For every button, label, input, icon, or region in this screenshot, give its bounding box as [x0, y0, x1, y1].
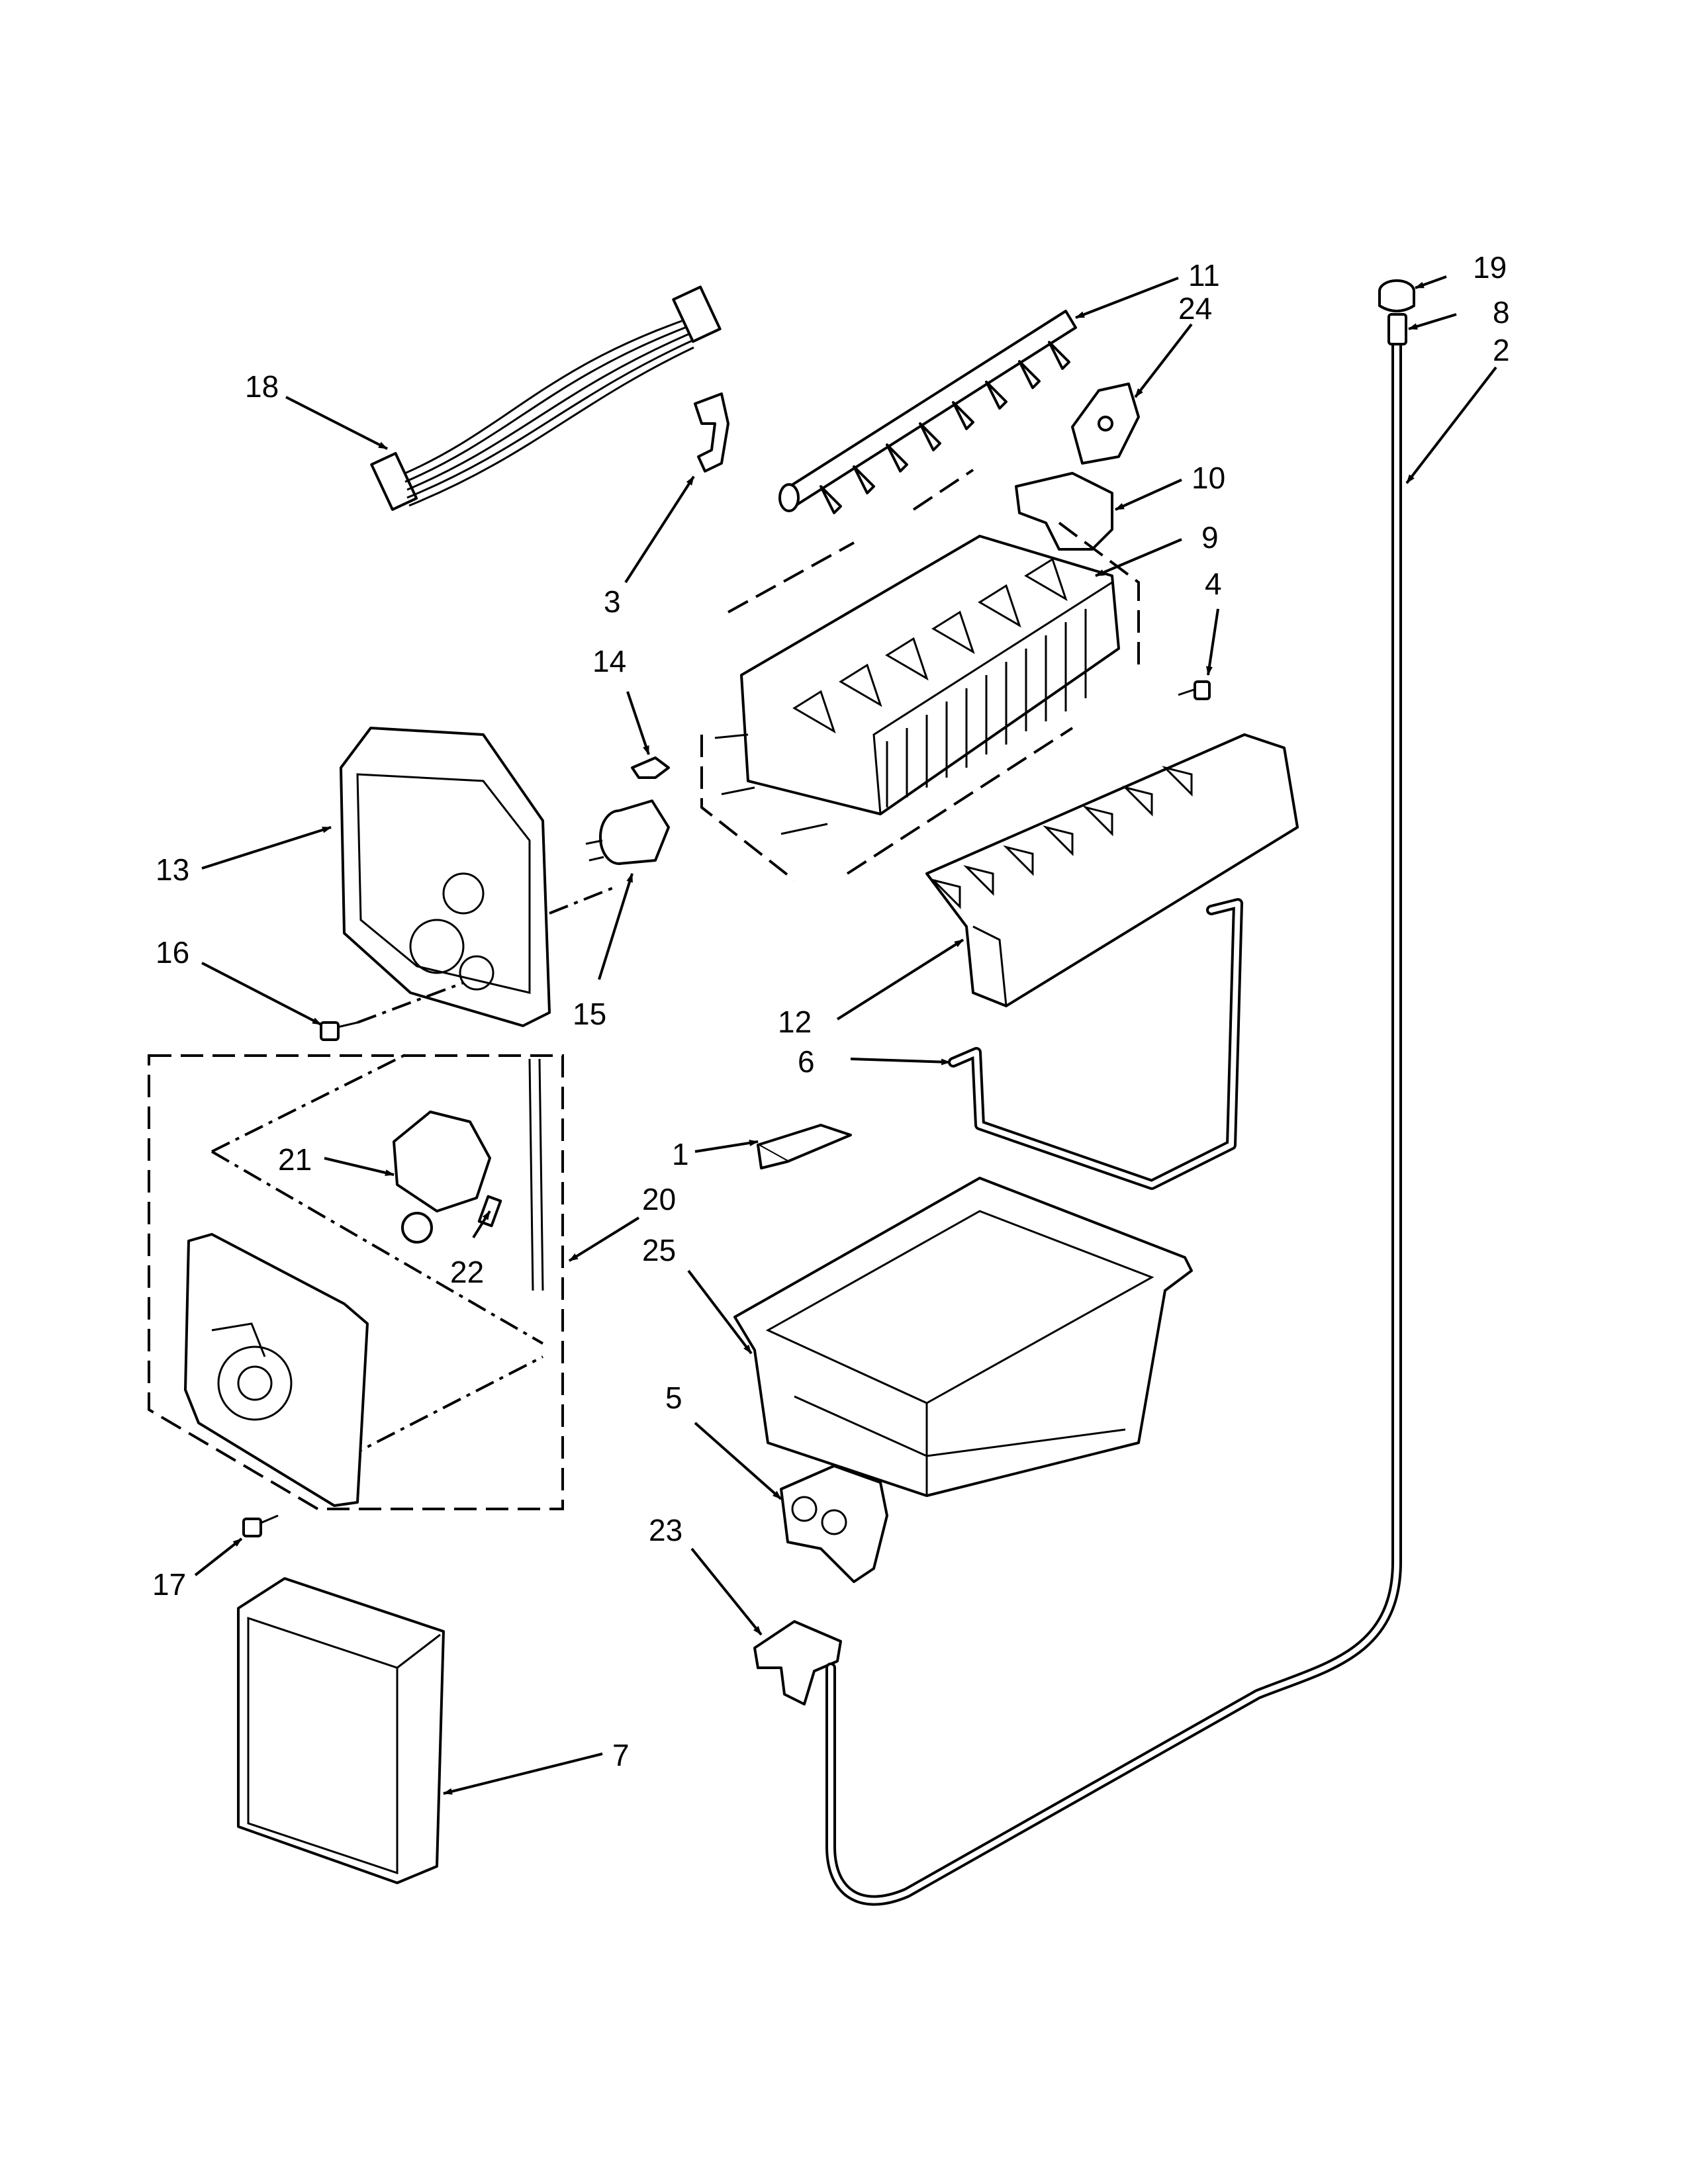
tube-insert-part: [1387, 313, 1407, 345]
callout-5: 5: [665, 1381, 682, 1415]
callout-4: 4: [1205, 567, 1222, 601]
water-tube-part: [825, 339, 1402, 1906]
callout-9: 9: [1201, 520, 1219, 555]
motor-part: [393, 1111, 491, 1244]
screw-part-16: [320, 1021, 358, 1041]
callout-8: 8: [1493, 295, 1510, 330]
callout-6: 6: [798, 1044, 815, 1079]
insulation-cover-part: [237, 1577, 445, 1884]
valve-bracket-part: [753, 1620, 842, 1706]
screw-16-alignment-line: [357, 981, 464, 1024]
callout-3: 3: [604, 584, 621, 619]
ejector-part: [778, 310, 1077, 514]
nut-part: [1378, 279, 1415, 312]
thermostat-part: [585, 799, 670, 865]
callout-16: 16: [156, 935, 189, 970]
clip-part: [694, 392, 729, 473]
callout-labels: 11 24 19 8 2 18 10 9 3 4 14 13 15 16 12 …: [152, 250, 1510, 1772]
control-housing-part: [340, 727, 551, 1027]
ice-bin-part: [733, 1177, 1193, 1497]
callout-14: 14: [592, 644, 626, 678]
module-group-box: [148, 1054, 564, 1510]
screw-part-17: [242, 1514, 279, 1537]
callout-22: 22: [450, 1255, 484, 1289]
thermostat-clip-part: [631, 756, 670, 779]
screw-part-4: [1178, 680, 1211, 700]
callout-17: 17: [152, 1567, 186, 1602]
module-part: [184, 1233, 369, 1507]
callout-25: 25: [642, 1233, 676, 1267]
callout-23: 23: [649, 1513, 682, 1547]
callout-1: 1: [672, 1137, 689, 1171]
callout-2: 2: [1493, 333, 1510, 367]
callout-21: 21: [278, 1142, 312, 1177]
callout-10: 10: [1192, 461, 1225, 495]
callout-13: 13: [156, 852, 189, 887]
ice-mold-part: [714, 535, 1120, 835]
shield-part: [757, 1124, 852, 1169]
cover-part: [1071, 383, 1140, 465]
ice-stripper-part: [925, 733, 1299, 1007]
callout-15: 15: [573, 997, 606, 1031]
wire-harness-part: [370, 285, 722, 511]
water-valve-part: [780, 1465, 888, 1583]
ice-mold-dashed-outline: [700, 469, 1140, 882]
heater-connector-part: [477, 1058, 544, 1291]
callout-12: 12: [778, 1005, 812, 1039]
callout-19: 19: [1473, 250, 1507, 285]
leader-lines: [194, 275, 1497, 1795]
callout-18: 18: [245, 369, 279, 404]
callout-20: 20: [642, 1182, 676, 1216]
module-alignment-line-1: [211, 1051, 411, 1153]
callout-7: 7: [612, 1738, 630, 1772]
callout-11: 11: [1188, 258, 1220, 293]
callout-24: 24: [1178, 291, 1212, 326]
bail-arm-part: [948, 898, 1243, 1190]
bracket-part: [1015, 472, 1113, 551]
housing-alignment-line: [549, 886, 616, 915]
module-alignment-line-2: [211, 1150, 544, 1345]
